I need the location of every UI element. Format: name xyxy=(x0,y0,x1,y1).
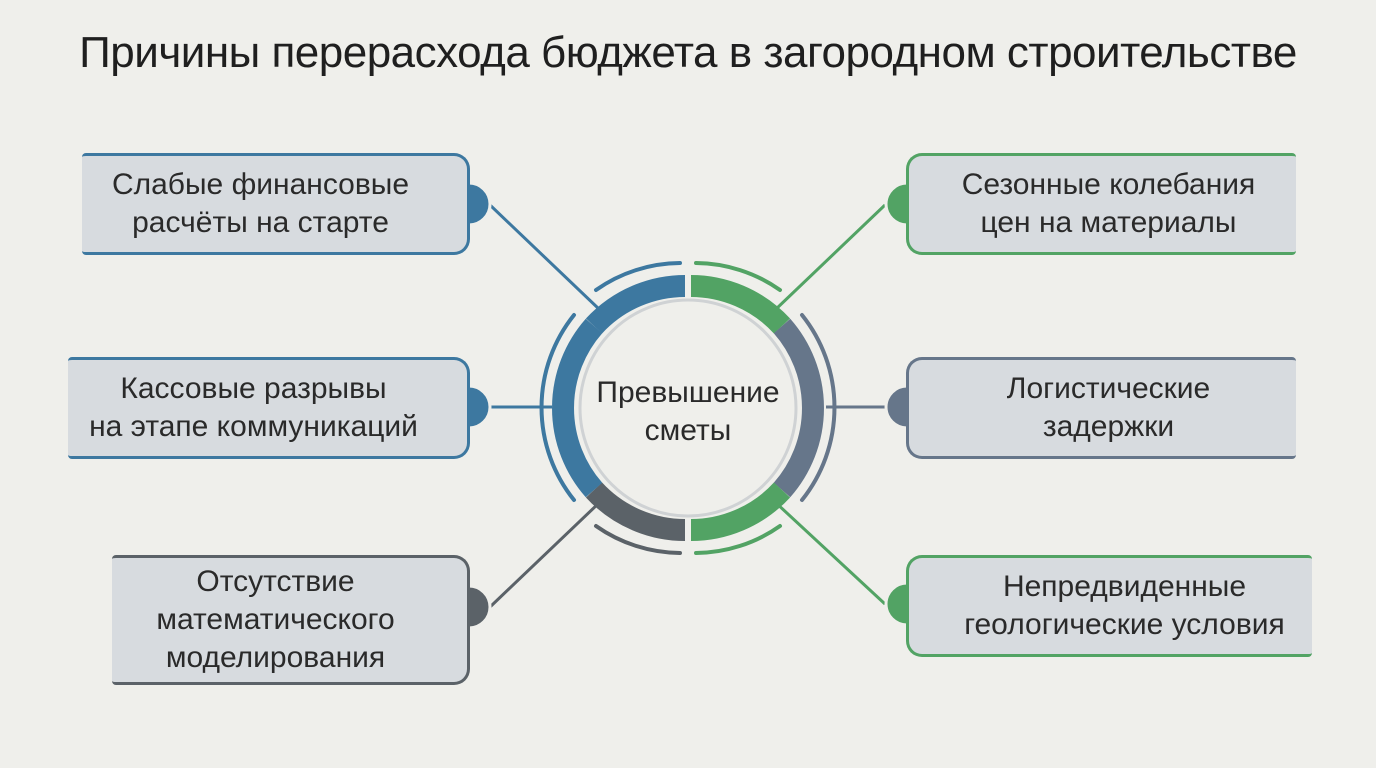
hub-outer-arc-gray-bottom xyxy=(594,524,682,555)
hub-outer-arc-blue xyxy=(594,261,682,292)
center-label: Превышение сметы xyxy=(596,376,780,447)
hub-ring-slate-right xyxy=(773,318,824,498)
hub-outer-arc-blue-left xyxy=(539,313,576,502)
hub-outer-arc-green xyxy=(694,261,782,292)
cause-box-5: Логистические задержки xyxy=(906,357,1296,459)
cause-box-6: Непредвиденные геологические условия xyxy=(906,555,1312,657)
cause-box-4: Сезонные колебания цен на материалы xyxy=(906,153,1296,255)
cause-box-2: Кассовые разрывы на этапе коммуникаций xyxy=(68,357,470,459)
hub-ring-green-bottom xyxy=(687,482,791,542)
hub-outer-arc-slate-right xyxy=(800,313,837,502)
hub-ring-gray-bottom xyxy=(585,482,689,542)
hub-inner-circle xyxy=(578,298,798,518)
cause-box-1: Слабые финансовые расчёты на старте xyxy=(82,153,470,255)
connector-3 xyxy=(488,500,602,609)
hub-ring-green-top xyxy=(687,274,791,334)
diagram-title: Причины перерасхода бюджета в загородном… xyxy=(79,28,1297,77)
connector-4 xyxy=(773,203,887,312)
hub-ring-blue-top xyxy=(585,274,689,334)
connector-1 xyxy=(488,203,602,312)
hub-outer-arc-green-bottom xyxy=(694,524,782,555)
hub-ring-blue-left xyxy=(552,318,603,498)
connector-6 xyxy=(773,500,887,606)
cause-box-3: Отсутствие математического моделирования xyxy=(112,555,470,685)
